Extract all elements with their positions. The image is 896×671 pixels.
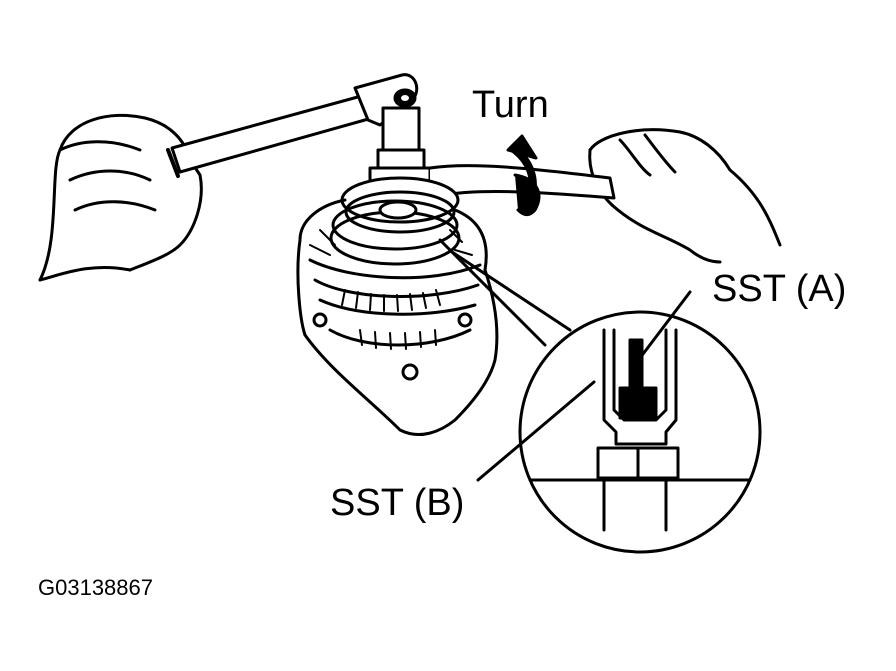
sst-b-label: SST (B): [330, 482, 465, 524]
leader-line-sst-a: [638, 290, 692, 360]
detail-callout-lines: [438, 238, 572, 347]
left-hand: [38, 113, 203, 282]
alternator: [296, 176, 499, 436]
leader-line-sst-b: [476, 380, 596, 482]
figure-code: G03138867: [38, 575, 153, 600]
sst-a-label: SST (A): [712, 268, 847, 310]
right-hand: [588, 128, 782, 264]
detail-circle: [518, 310, 762, 554]
turn-label: Turn: [472, 84, 549, 126]
